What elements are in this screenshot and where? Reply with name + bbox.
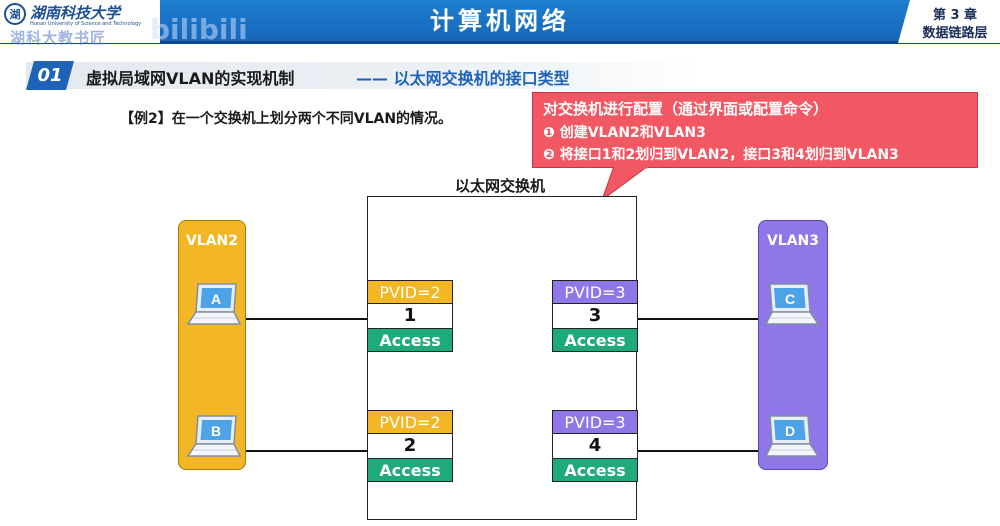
vlan-label: VLAN3 [766, 233, 820, 249]
section-number: 01 [26, 61, 74, 90]
callout-line-3: ❷ 将接口1和2划归到VLAN2，接口3和4划归到VLAN3 [543, 147, 899, 163]
example-text: 【例2】在一个交换机上划分两个不同VLAN的情况。 [120, 111, 453, 127]
university-name: 湖南科技大学 [30, 4, 121, 22]
switch-port-1: PVID=2 1 Access [367, 280, 453, 352]
link-port4-d [636, 450, 768, 452]
callout-tail [600, 166, 649, 202]
switch-port-3: PVID=3 3 Access [552, 280, 638, 352]
chapter-name: 数据链路层 [922, 26, 988, 41]
switch-label: 以太网交换机 [454, 177, 545, 195]
link-b-port2 [236, 450, 368, 452]
callout-line-1: 对交换机进行配置（通过界面或配置命令） [543, 100, 829, 118]
port-pvid: PVID=3 [552, 410, 638, 434]
port-number: 3 [552, 304, 638, 328]
vlan3-group: VLAN3 [758, 220, 828, 470]
port-number: 4 [552, 434, 638, 458]
host-a-laptop-icon: A [186, 283, 242, 325]
port-mode: Access [367, 458, 453, 482]
host-label: A [211, 291, 221, 307]
port-pvid: PVID=2 [367, 410, 453, 434]
port-mode: Access [552, 328, 638, 352]
config-callout: 对交换机进行配置（通过界面或配置命令） ❶ 创建VLAN2和VLAN3 ❷ 将接… [532, 92, 978, 168]
callout-line-2: ❶ 创建VLAN2和VLAN3 [543, 125, 706, 141]
port-number: 2 [367, 434, 453, 458]
link-a-port1 [236, 318, 368, 320]
host-b-laptop-icon: B [186, 415, 242, 457]
port-mode: Access [367, 328, 453, 352]
chapter-box [898, 0, 1000, 43]
host-d-laptop-icon: D [764, 415, 820, 457]
port-number: 1 [367, 304, 453, 328]
page-title: 计算机网络 [430, 7, 570, 35]
university-emblem-icon: 湖 [4, 3, 26, 25]
host-label: D [785, 423, 795, 439]
switch-port-2: PVID=2 2 Access [367, 410, 453, 482]
university-name-en: Hunan University of Science and Technolo… [30, 21, 142, 27]
header-bar [0, 0, 1000, 43]
link-port3-c [636, 318, 768, 320]
vlan-label: VLAN2 [185, 233, 239, 249]
section-bar [26, 62, 700, 89]
watermark-logo: bilibili [150, 13, 248, 46]
switch-port-4: PVID=3 4 Access [552, 410, 638, 482]
host-c-laptop-icon: C [764, 283, 820, 325]
watermark-text: 湖科大教书匠 [10, 29, 107, 47]
host-label: B [211, 423, 221, 439]
host-label: C [785, 291, 795, 307]
header-stripe [0, 41, 1000, 44]
logo-block [0, 0, 160, 43]
section-title: 虚拟局域网VLAN的实现机制 [86, 69, 295, 88]
port-pvid: PVID=2 [367, 280, 453, 304]
port-pvid: PVID=3 [552, 280, 638, 304]
port-mode: Access [552, 458, 638, 482]
section-subtitle: —— 以太网交换机的接口类型 [356, 69, 570, 88]
chapter-number: 第 3 章 [932, 8, 978, 23]
